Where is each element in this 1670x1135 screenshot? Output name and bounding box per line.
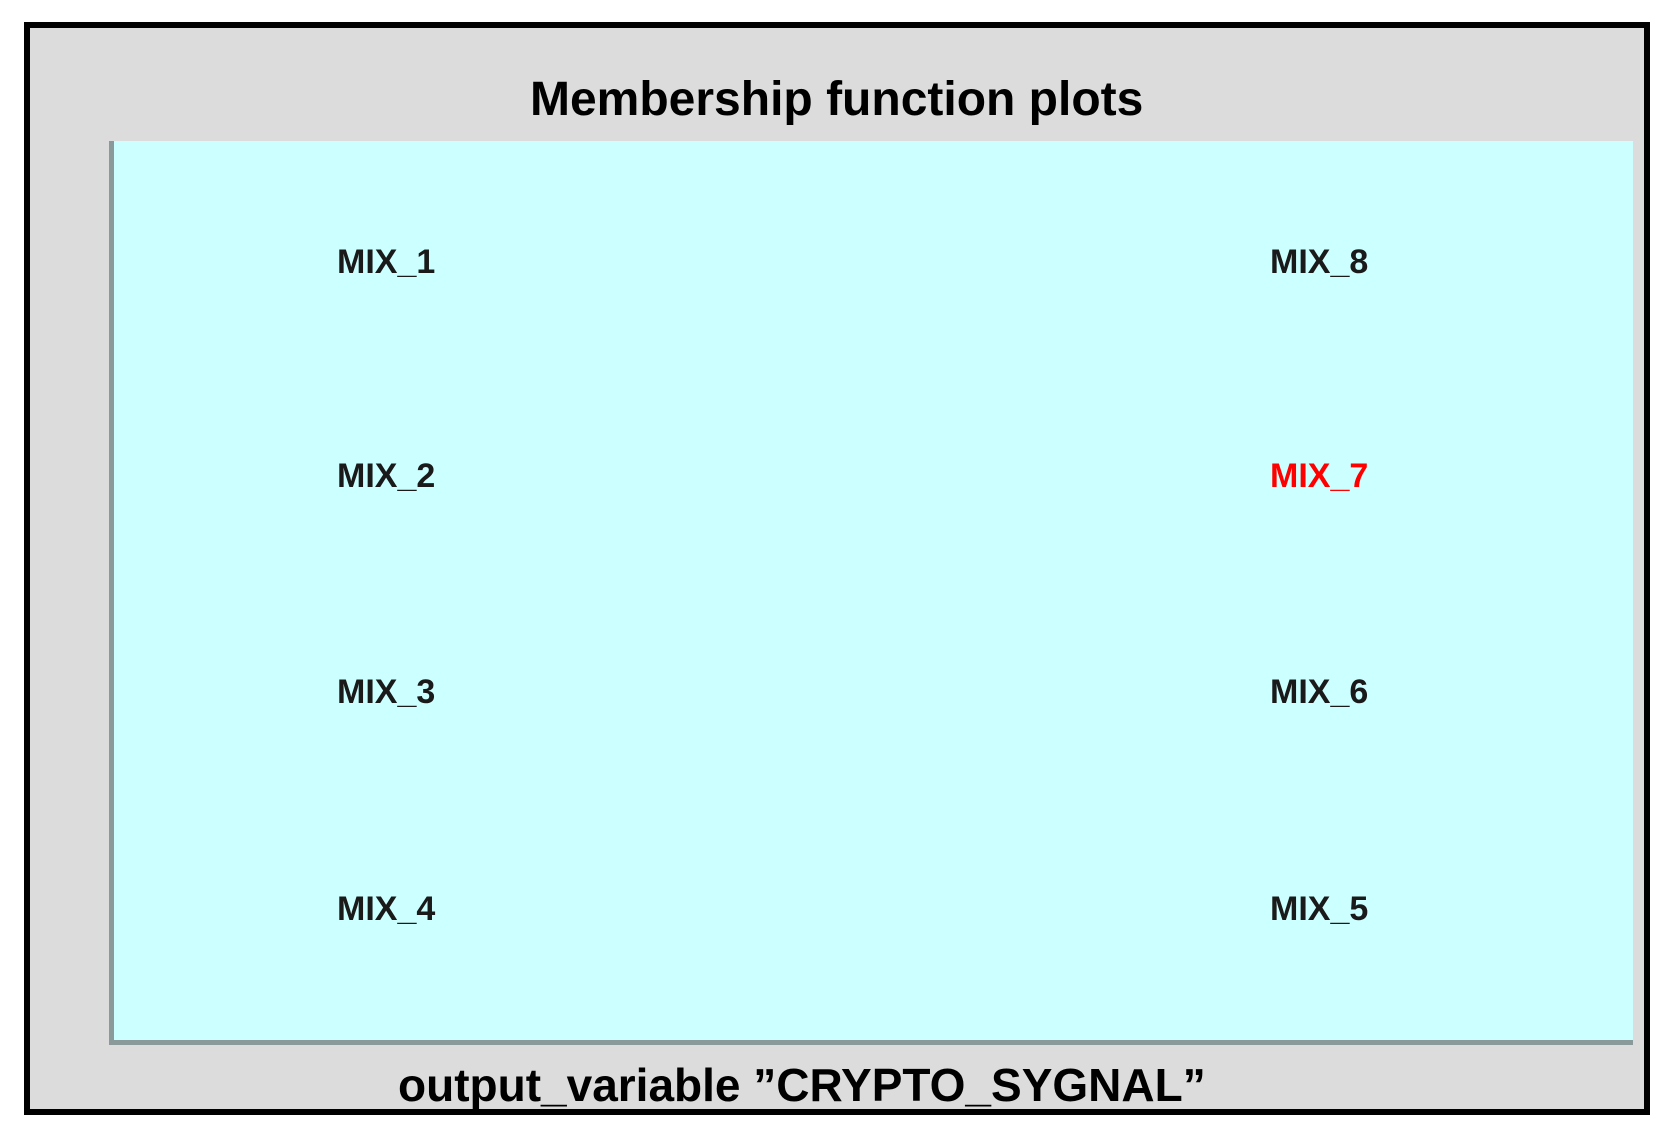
mf-label-mix5[interactable]: MIX_5 xyxy=(1270,890,1369,928)
membership-function-panel: Membership function plots MIX_1 MIX_2 MI… xyxy=(24,22,1650,1115)
plot-title: Membership function plots xyxy=(530,73,1144,126)
mf-label-mix7-selected[interactable]: MIX_7 xyxy=(1270,457,1369,495)
mf-label-mix1[interactable]: MIX_1 xyxy=(337,243,436,281)
mf-label-mix2[interactable]: MIX_2 xyxy=(337,457,436,495)
plot-area[interactable] xyxy=(109,141,1633,1045)
mf-label-mix4[interactable]: MIX_4 xyxy=(337,890,436,928)
output-variable-label: output_variable ”CRYPTO_SYGNAL” xyxy=(398,1059,1206,1111)
mf-label-mix8[interactable]: MIX_8 xyxy=(1270,243,1369,281)
mf-label-mix3[interactable]: MIX_3 xyxy=(337,673,436,711)
mf-label-mix6[interactable]: MIX_6 xyxy=(1270,673,1369,711)
